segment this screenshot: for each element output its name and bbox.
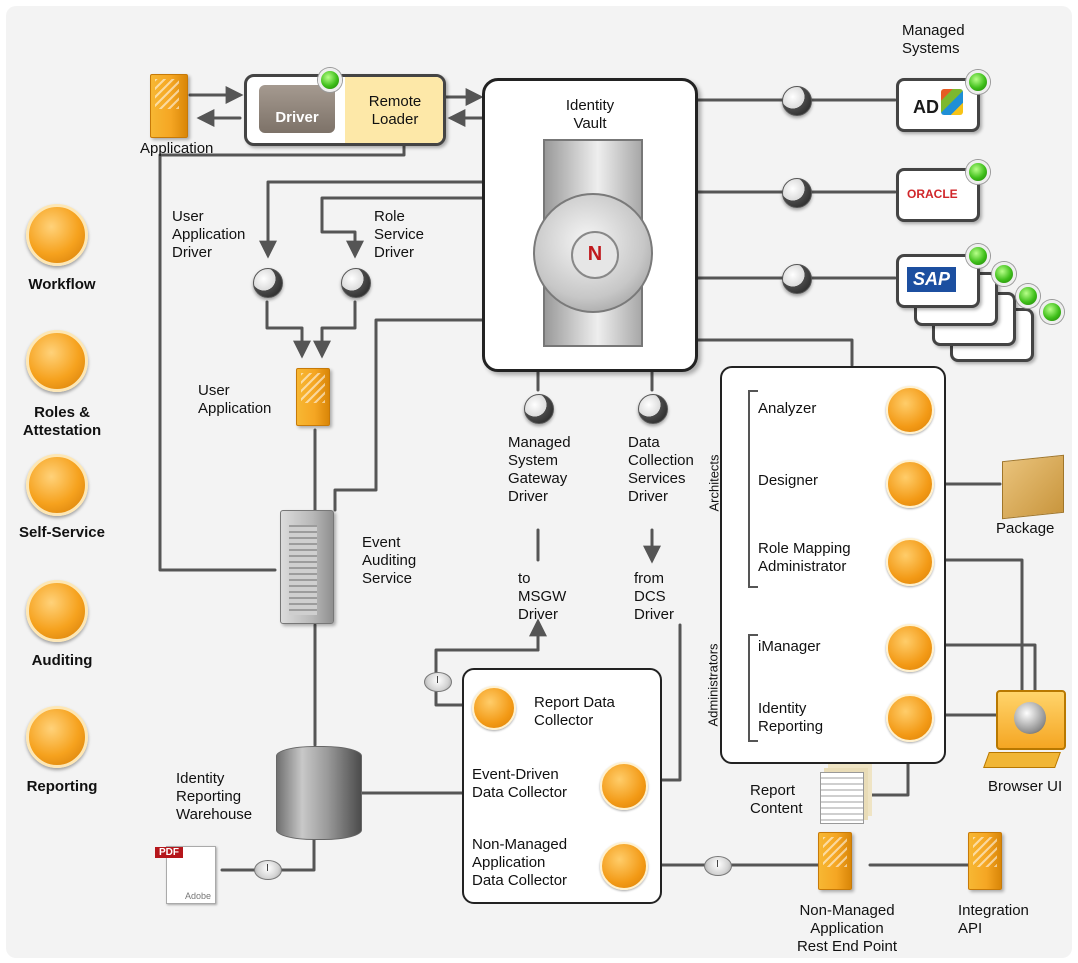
warehouse-database-icon bbox=[276, 746, 362, 840]
package-label: Package bbox=[996, 520, 1055, 537]
dcs-driver-icon bbox=[638, 394, 668, 424]
event-auditing-label: Event Auditing Service bbox=[362, 534, 417, 587]
warehouse-label: Identity Reporting Warehouse bbox=[176, 770, 253, 823]
reporting-document-icon[interactable] bbox=[26, 706, 88, 768]
driver-block: Driver bbox=[259, 85, 335, 133]
rest-end-point-server-icon bbox=[818, 832, 852, 890]
role-service-driver-icon bbox=[341, 268, 371, 298]
pdf-document-icon: PDF Adobe bbox=[155, 846, 216, 904]
report-content-icon bbox=[820, 772, 864, 824]
imanager-label: iManager bbox=[758, 638, 821, 655]
sap-status-icon-4 bbox=[1040, 300, 1064, 324]
pdf-schedule-clock-icon bbox=[254, 860, 282, 880]
package-box-icon bbox=[1002, 454, 1064, 520]
identity-reporting-label: Identity Reporting bbox=[758, 700, 824, 735]
user-application-server-icon bbox=[296, 368, 330, 426]
rest-schedule-clock-icon bbox=[704, 856, 732, 876]
report-data-collector-icon bbox=[472, 686, 516, 730]
vault-logo-text: N bbox=[587, 243, 603, 265]
report-content-label: Report Content bbox=[750, 782, 803, 817]
designer-icon[interactable] bbox=[886, 460, 934, 508]
globe-icon bbox=[1014, 702, 1046, 734]
integration-api-server-icon bbox=[968, 832, 1002, 890]
to-msgw-label: to MSGW Driver bbox=[518, 570, 567, 623]
identity-vault-label: Identity Vault bbox=[565, 97, 615, 132]
non-managed-collector-icon bbox=[600, 842, 648, 890]
roles-people-icon[interactable] bbox=[26, 330, 88, 392]
integration-api-label: Integration API bbox=[958, 902, 1029, 937]
designer-label: Designer bbox=[758, 472, 819, 489]
administrators-bracket bbox=[748, 634, 758, 742]
remote-loader-panel bbox=[345, 77, 443, 143]
browser-ui-label: Browser UI bbox=[988, 778, 1063, 795]
non-managed-collector-label: Non-Managed Application Data Collector bbox=[472, 836, 568, 889]
imanager-icon[interactable] bbox=[886, 624, 934, 672]
sap-system-box: SAP bbox=[896, 254, 980, 308]
role-service-driver-label: Role Service Driver bbox=[374, 208, 425, 261]
vault-logo-icon: N bbox=[571, 231, 619, 279]
adobe-text: Adobe bbox=[184, 891, 211, 901]
driver-label: Driver bbox=[275, 109, 319, 126]
ad-connector-icon bbox=[782, 86, 812, 116]
auditing-icon[interactable] bbox=[26, 580, 88, 642]
event-driven-collector-icon bbox=[600, 762, 648, 810]
user-application-label: User Application bbox=[198, 382, 272, 417]
rest-end-point-label: Non-Managed Application Rest End Point bbox=[796, 902, 898, 955]
from-dcs-label: from DCS Driver bbox=[634, 570, 674, 623]
remote-loader-label: Remote Loader bbox=[368, 93, 422, 128]
sap-connector-icon bbox=[782, 264, 812, 294]
sap-status-icon bbox=[966, 244, 990, 268]
self-service-label: Self-Service bbox=[19, 524, 105, 541]
oracle-system-box: ORACLE bbox=[896, 168, 980, 222]
oracle-status-icon bbox=[966, 160, 990, 184]
application-server-icon bbox=[150, 74, 188, 138]
browser-monitor-icon bbox=[996, 690, 1066, 750]
reporting-label: Reporting bbox=[26, 778, 98, 795]
identity-vault-box: Identity Vault N bbox=[482, 78, 698, 372]
auditing-label: Auditing bbox=[31, 652, 93, 669]
loader-status-icon bbox=[318, 68, 342, 92]
role-mapping-label: Role Mapping Administrator bbox=[758, 540, 851, 575]
ad-status-icon bbox=[966, 70, 990, 94]
browser-keyboard-icon bbox=[983, 752, 1061, 768]
administrators-label: Administrators bbox=[705, 643, 721, 727]
event-driven-collector-label: Event-Driven Data Collector bbox=[472, 766, 568, 801]
managed-systems-label: Managed Systems bbox=[902, 22, 965, 57]
self-service-person-icon[interactable] bbox=[26, 454, 88, 516]
identity-reporting-icon[interactable] bbox=[886, 694, 934, 742]
application-label: Application bbox=[140, 140, 214, 157]
workflow-label: Workflow bbox=[28, 276, 96, 293]
oracle-connector-icon bbox=[782, 178, 812, 208]
architects-label: Architects bbox=[706, 454, 722, 512]
sap-status-icon-2 bbox=[992, 262, 1016, 286]
sap-logo: SAP bbox=[907, 267, 957, 292]
analyzer-label: Analyzer bbox=[758, 400, 817, 417]
roles-label: Roles & Attestation bbox=[22, 404, 102, 439]
user-app-driver-label: User Application Driver bbox=[172, 208, 246, 261]
analyzer-icon[interactable] bbox=[886, 386, 934, 434]
report-data-collector-label: Report Data Collector bbox=[534, 694, 615, 729]
sap-status-icon-3 bbox=[1016, 284, 1040, 308]
ad-system-box: AD bbox=[896, 78, 980, 132]
windows-logo-icon bbox=[941, 89, 963, 115]
server-front-panel bbox=[289, 525, 317, 615]
architects-bracket bbox=[748, 390, 758, 588]
report-schedule-clock-icon bbox=[424, 672, 452, 692]
user-app-driver-icon bbox=[253, 268, 283, 298]
vault-dial-icon: N bbox=[533, 193, 653, 313]
oracle-logo: ORACLE bbox=[907, 187, 958, 201]
vault-door-icon: N bbox=[533, 139, 653, 347]
role-mapping-icon[interactable] bbox=[886, 538, 934, 586]
event-auditing-server-icon bbox=[280, 510, 334, 624]
workflow-cycle-icon[interactable] bbox=[26, 204, 88, 266]
ad-logo: AD bbox=[913, 97, 939, 117]
msgw-driver-label: Managed System Gateway Driver bbox=[508, 434, 571, 505]
msgw-driver-icon bbox=[524, 394, 554, 424]
pdf-tag: PDF bbox=[155, 847, 183, 858]
dcs-driver-label: Data Collection Services Driver bbox=[628, 434, 694, 505]
driver-remote-loader-box: Driver Remote Loader bbox=[244, 74, 446, 146]
